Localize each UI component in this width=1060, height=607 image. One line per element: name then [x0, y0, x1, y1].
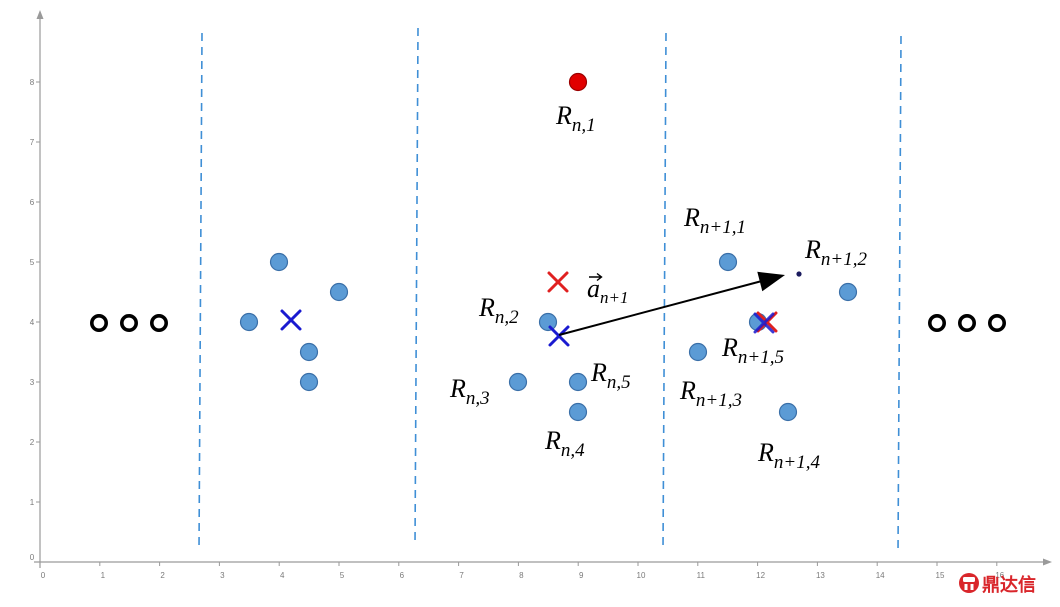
reference-point: [299, 342, 319, 362]
ellipsis-left: [90, 313, 169, 332]
label-r-n1-5: Rn+1,5: [721, 333, 784, 368]
watermark: 鼎达信: [959, 573, 1036, 596]
reference-point: [329, 282, 349, 302]
label-r-n1-3: Rn+1,3: [679, 376, 742, 411]
reference-point-r-n-5: [568, 372, 588, 392]
reference-group-n: [508, 72, 588, 422]
estimated-position-marker: [548, 325, 570, 347]
y-tick-label: 3: [30, 378, 35, 387]
ellipsis-ring: [927, 313, 946, 332]
motion-vector-arrow: [558, 271, 785, 336]
reference-point-r-n-2: [538, 312, 558, 332]
label-r-n-4: Rn,4: [544, 426, 585, 461]
x-tick-label: 7: [459, 571, 464, 580]
y-axis-arrow-icon: [36, 10, 44, 19]
arrowhead-icon: [757, 271, 785, 292]
anchor-point-r-n-1: [568, 72, 588, 92]
reference-point-r-n-3: [508, 372, 528, 392]
reference-point: [269, 252, 289, 272]
y-tick-label: 7: [30, 138, 35, 147]
target-position-marker: [547, 271, 569, 293]
estimated-position-marker: [753, 312, 775, 334]
ellipsis-right: [927, 313, 1006, 332]
reference-point-r-n1-4: [778, 402, 798, 422]
ellipsis-ring: [987, 313, 1006, 332]
reference-point: [239, 312, 259, 332]
vector-arrow-icon: [589, 272, 603, 282]
watermark-text: 鼎达信: [982, 574, 1036, 596]
reference-point-r-n1-1: [718, 252, 738, 272]
x-tick-label: 15: [936, 571, 945, 580]
x-tick-label: 0: [41, 571, 46, 580]
reference-point-r-n-4: [568, 402, 588, 422]
separator-dashed-line: [662, 32, 667, 551]
x-axis-arrow-icon: [1043, 558, 1052, 566]
ellipsis-ring: [957, 313, 976, 332]
x-tick-label: 10: [637, 571, 646, 580]
x-tick-label: 11: [697, 571, 706, 580]
y-tick-label: 4: [30, 318, 35, 327]
x-tick-label: 16: [995, 571, 1004, 580]
reference-point: [299, 372, 319, 392]
reference-point-r-n1-3: [688, 342, 708, 362]
ellipsis-ring: [120, 313, 139, 332]
label-vector-a-n1: an+1: [587, 272, 628, 307]
group-separators: [198, 27, 902, 554]
reference-point-r-n1-2: [796, 271, 802, 277]
label-a-n1: an+1: [587, 274, 628, 307]
y-tick-label: 0: [30, 553, 35, 562]
motion-vector-shaft: [558, 280, 761, 336]
reference-point: [838, 282, 858, 302]
dingdaxin-logo-icon: [959, 573, 979, 593]
y-tick-label: 2: [30, 438, 35, 447]
label-r-n1-4: Rn+1,4: [757, 438, 820, 473]
estimated-position-marker: [280, 309, 302, 331]
label-r-n-5: Rn,5: [590, 358, 631, 393]
separator-dashed-line: [414, 27, 419, 546]
x-tick-label: 8: [519, 571, 524, 580]
reference-group-n-plus-1: [688, 252, 858, 422]
x-tick-label: 6: [400, 571, 405, 580]
x-tick-label: 2: [160, 571, 165, 580]
ellipsis-ring: [90, 313, 109, 332]
y-tick-label: 6: [30, 198, 35, 207]
y-tick-label: 1: [30, 498, 35, 507]
x-tick-label: 1: [101, 571, 106, 580]
separator-dashed-line: [198, 32, 203, 551]
point-labels: Rn,1 Rn+1,1 Rn+1,2 an+1 Rn,2 Rn+1,5 Rn,5…: [449, 101, 867, 473]
x-tick-label: 3: [220, 571, 225, 580]
x-tick-label: 13: [816, 571, 825, 580]
x-tick-label: 12: [756, 571, 765, 580]
y-tick-label: 8: [30, 78, 35, 87]
ellipsis-ring: [150, 313, 169, 332]
label-r-n1-1: Rn+1,1: [683, 203, 746, 238]
x-tick-label: 4: [280, 571, 285, 580]
x-tick-label: 14: [876, 571, 885, 580]
label-r-n-1: Rn,1: [555, 101, 596, 136]
label-r-n-2: Rn,2: [478, 293, 519, 328]
label-r-n1-2: Rn+1,2: [804, 235, 867, 270]
separator-dashed-line: [897, 35, 902, 554]
label-r-n-3: Rn,3: [449, 374, 490, 409]
y-tick-label: 5: [30, 258, 35, 267]
reference-group-left: [239, 252, 349, 392]
x-tick-label: 5: [340, 571, 345, 580]
x-tick-label: 9: [579, 571, 584, 580]
